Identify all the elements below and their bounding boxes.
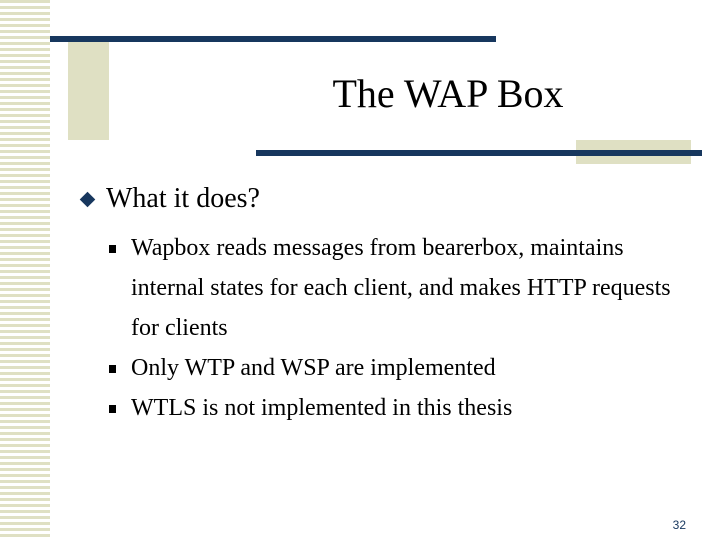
list-item: Wapbox reads messages from bearerbox, ma… (108, 228, 688, 348)
title-rule-top (50, 36, 496, 42)
sub-bullet-list: Wapbox reads messages from bearerbox, ma… (108, 228, 688, 428)
list-item-text: Only WTP and WSP are implemented (131, 355, 496, 381)
square-bullet-icon (109, 365, 116, 373)
title-rule-bottom (256, 150, 702, 156)
slide-title: The WAP Box (332, 71, 564, 116)
list-item: WTLS is not implemented in this thesis (108, 388, 688, 428)
square-bullet-icon (109, 245, 116, 253)
decorative-block-left (68, 37, 109, 140)
diamond-bullet-icon (79, 191, 96, 208)
square-bullet-icon (109, 405, 116, 413)
list-item-text: WTLS is not implemented in this thesis (131, 395, 513, 421)
list-item-text: Wapbox reads messages from bearerbox, ma… (131, 235, 671, 341)
main-bullet-text: What it does? (106, 183, 260, 214)
main-bullet: What it does? (79, 180, 699, 218)
page-number: 32 (672, 518, 686, 532)
decorative-stripes (0, 0, 50, 540)
list-item: Only WTP and WSP are implemented (108, 348, 688, 388)
